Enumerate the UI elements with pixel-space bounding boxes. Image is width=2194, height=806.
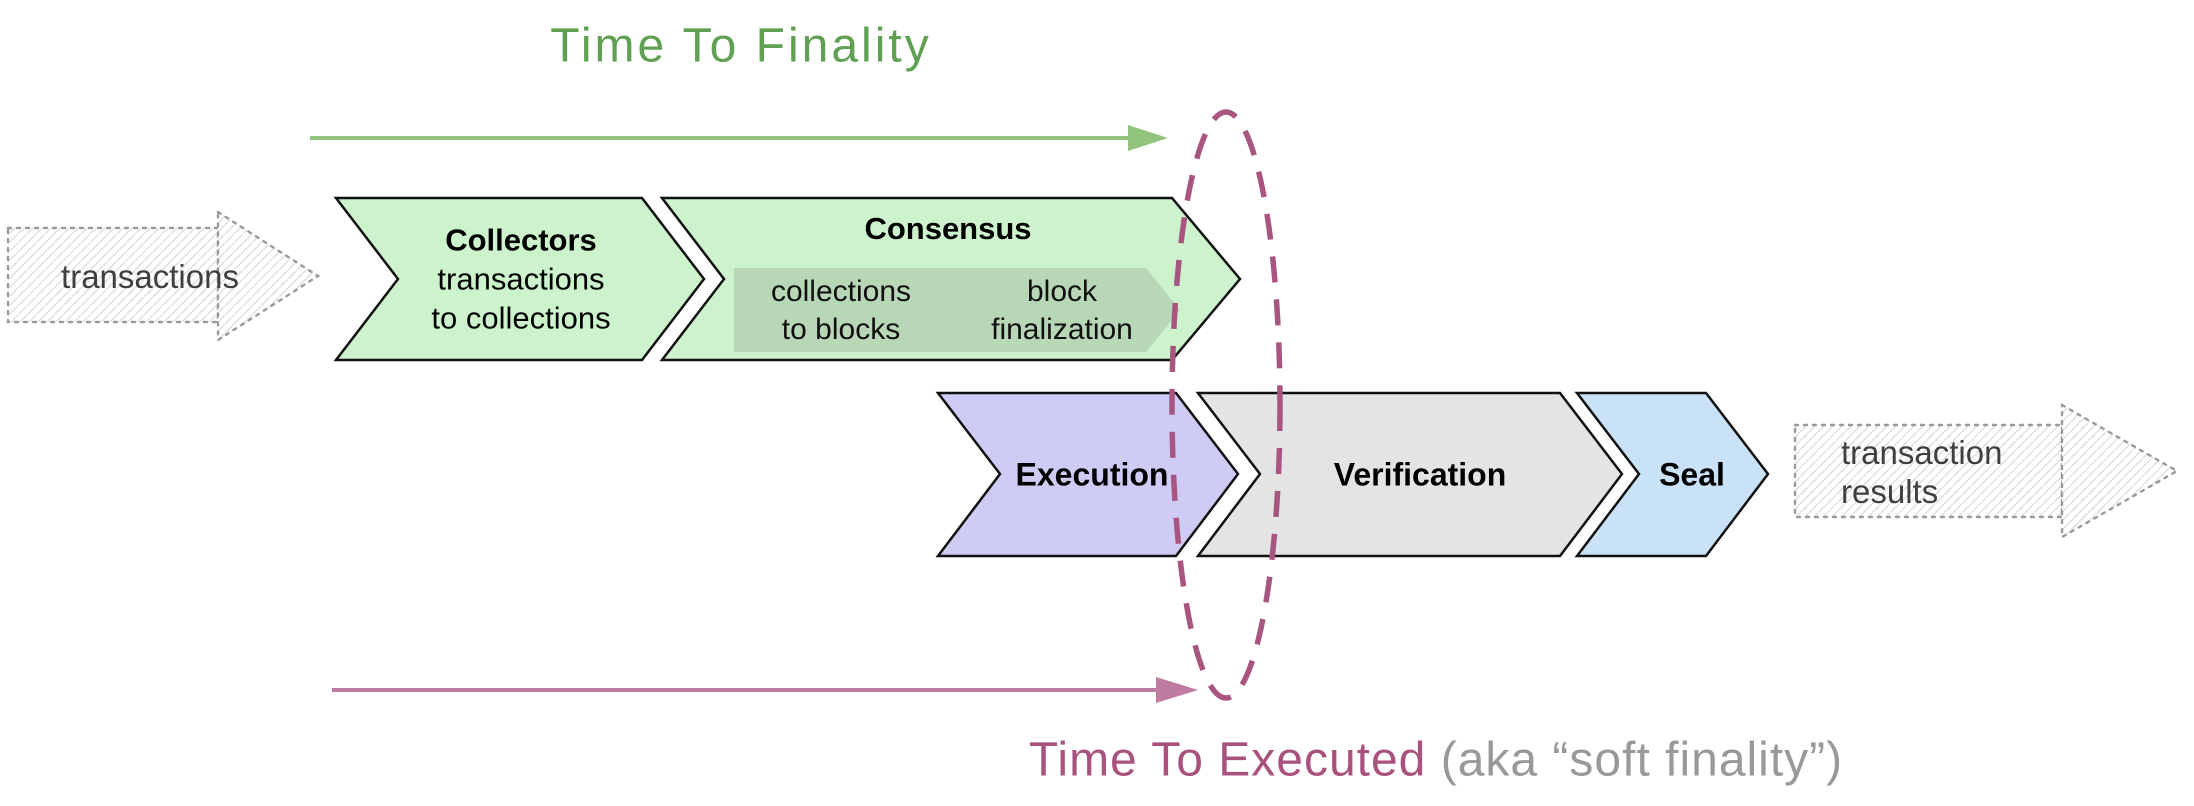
- soft-finality-ellipse-icon: [1169, 109, 1283, 701]
- transactions-input-arrow-icon: [6, 209, 321, 343]
- collectors-chevron: [333, 196, 706, 362]
- transaction-results-output-arrow-icon: [1793, 402, 2180, 540]
- collections-to-blocks-line2: to blocks: [781, 313, 901, 346]
- time-to-finality-title: Time To Finality: [550, 19, 932, 73]
- collections-to-blocks-label: collections to blocks: [771, 273, 911, 349]
- transaction-results-label: transaction results: [1841, 433, 2002, 511]
- block-finalization-line2: finalization: [991, 313, 1133, 346]
- seal-chevron: [1574, 391, 1770, 558]
- execution-chevron: [935, 391, 1240, 558]
- time-to-executed-caption: Time To Executed (aka “soft finality”): [1029, 733, 1843, 788]
- collectors-title: Collectors: [445, 222, 597, 258]
- verification-chevron: [1195, 391, 1624, 558]
- time-to-executed-title: Time To Executed: [1028, 733, 1427, 787]
- block-finalization-label: block finalization: [991, 273, 1133, 349]
- collectors-line1: transactions: [437, 261, 605, 297]
- time-to-executed-arrow-icon: [332, 677, 1198, 703]
- verification-title: Verification: [1333, 456, 1507, 493]
- time-to-finality-arrow-icon: [310, 125, 1168, 151]
- consensus-title: Consensus: [864, 211, 1032, 246]
- transaction-results-line1: transaction: [1841, 434, 2003, 471]
- execution-title: Execution: [1015, 456, 1169, 493]
- collectors-line2: to collections: [431, 300, 611, 336]
- block-finalization-subchevron: [916, 268, 1180, 352]
- transactions-input-label: transactions: [61, 258, 239, 295]
- seal-title: Seal: [1659, 456, 1725, 493]
- collections-to-blocks-subchevron: [734, 268, 954, 352]
- collections-to-blocks-line1: collections: [770, 275, 912, 308]
- block-finalization-line1: block: [1026, 275, 1098, 308]
- soft-finality-note: (aka “soft finality”): [1440, 733, 1844, 787]
- transaction-results-line2: results: [1841, 473, 1939, 510]
- collectors-label: Collectors transactions to collections: [431, 221, 610, 338]
